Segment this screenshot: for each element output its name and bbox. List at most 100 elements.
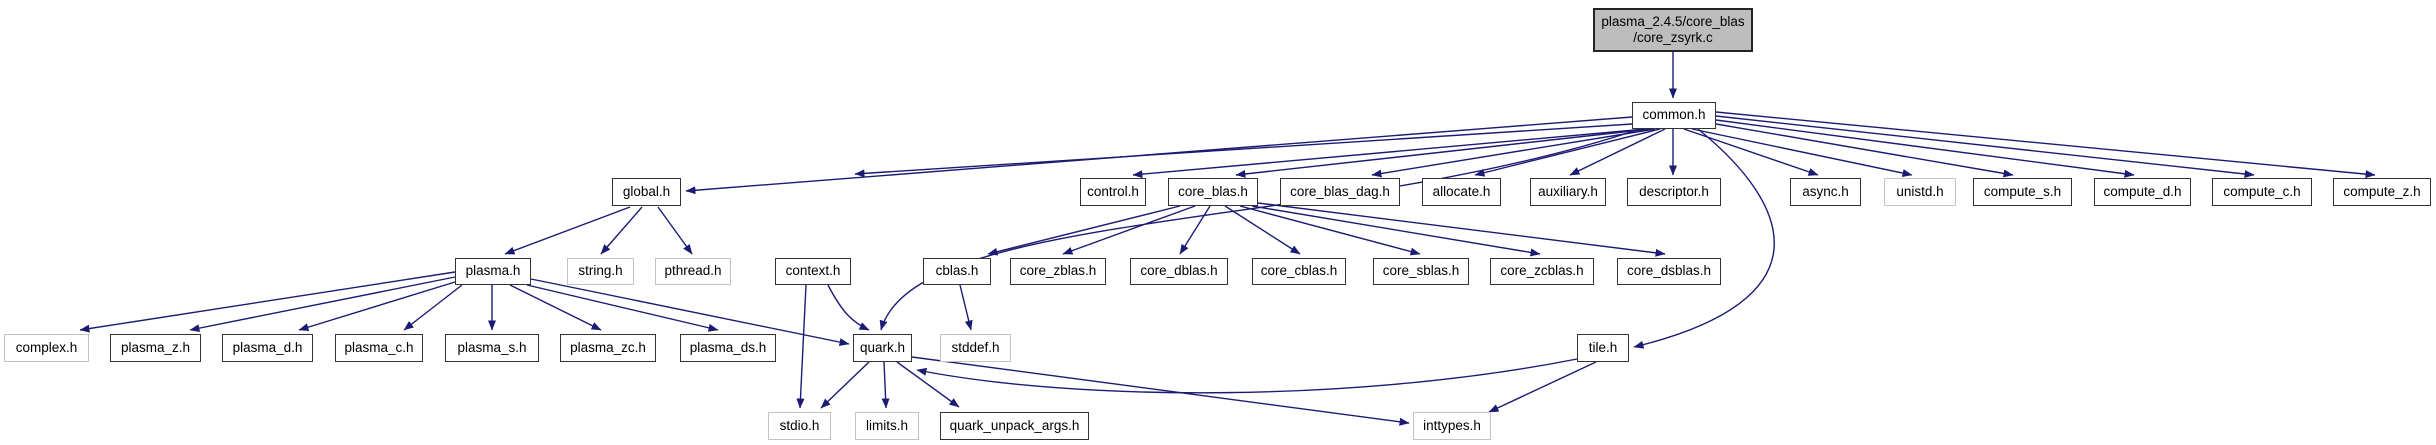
edge-group bbox=[79, 52, 2376, 426]
node-descriptor[interactable]: descriptor.h bbox=[1627, 178, 1721, 206]
edge-core_blas-to-core_dblas bbox=[1179, 205, 1211, 255]
node-label: core_sblas.h bbox=[1382, 263, 1460, 279]
node-label: global.h bbox=[622, 183, 671, 199]
edge-common-to-async bbox=[1683, 128, 1819, 176]
node-quark[interactable]: quark.h bbox=[853, 334, 912, 362]
node-context[interactable]: context.h bbox=[775, 258, 851, 285]
node-label: core_blas_dag.h bbox=[1290, 183, 1390, 199]
node-label: common.h bbox=[1642, 107, 1706, 123]
node-label: core_zcblas.h bbox=[1500, 263, 1584, 279]
node-label: limits.h bbox=[865, 417, 908, 433]
node-cblas[interactable]: cblas.h bbox=[923, 258, 991, 285]
node-label: pthread.h bbox=[664, 263, 722, 279]
node-label: stdio.h bbox=[779, 417, 820, 433]
node-label: async.h bbox=[1802, 183, 1849, 199]
edge-quark-to-inttypes bbox=[911, 356, 1410, 426]
edge-plasma-to-plasma_d bbox=[298, 281, 456, 332]
node-label: unistd.h bbox=[1896, 183, 1944, 199]
edge-common-to-compute_z bbox=[1715, 111, 2376, 179]
node-label: auxiliary.h bbox=[1538, 183, 1598, 199]
node-plasma_c[interactable]: plasma_c.h bbox=[335, 334, 423, 362]
node-label: tile.h bbox=[1588, 339, 1618, 355]
node-async[interactable]: async.h bbox=[1790, 178, 1861, 206]
node-plasma_zc[interactable]: plasma_zc.h bbox=[560, 334, 656, 362]
node-core_dblas[interactable]: core_dblas.h bbox=[1130, 258, 1228, 285]
node-compute_s[interactable]: compute_s.h bbox=[1973, 178, 2072, 206]
node-label: plasma_d.h bbox=[232, 339, 303, 355]
node-core_cblas[interactable]: core_cblas.h bbox=[1252, 258, 1346, 285]
node-label: quark.h bbox=[859, 339, 906, 355]
node-plasma_z[interactable]: plasma_z.h bbox=[110, 334, 201, 362]
node-label: plasma_z.h bbox=[120, 339, 191, 355]
node-plasma[interactable]: plasma.h bbox=[455, 258, 531, 285]
node-label: core_dblas.h bbox=[1140, 263, 1218, 279]
node-core_blas_dag[interactable]: core_blas_dag.h bbox=[1280, 178, 1400, 206]
node-compute_c[interactable]: compute_c.h bbox=[2212, 178, 2312, 206]
node-label: plasma_s.h bbox=[457, 339, 527, 355]
node-stddef: stddef.h bbox=[940, 334, 1011, 362]
edge-quark-to-limits bbox=[881, 361, 890, 409]
node-label: plasma.h bbox=[465, 263, 521, 279]
node-auxiliary[interactable]: auxiliary.h bbox=[1530, 178, 1606, 206]
node-label: compute_c.h bbox=[2223, 183, 2301, 199]
node-plasma_ds[interactable]: plasma_ds.h bbox=[680, 334, 776, 362]
edge-context-to-quark bbox=[827, 284, 870, 331]
edge-core_blas-to-core_zcblas bbox=[1251, 205, 1541, 257]
node-label: cblas.h bbox=[935, 263, 979, 279]
edge-common-to-compute_d bbox=[1715, 119, 2135, 178]
edge-plasma-to-quark bbox=[530, 278, 850, 347]
node-plasma_d[interactable]: plasma_d.h bbox=[222, 334, 313, 362]
edge-tile-to-inttypes bbox=[1488, 361, 1597, 413]
node-core_zsyrk[interactable]: plasma_2.4.5/core_blas/core_zsyrk.c bbox=[1593, 8, 1753, 52]
edge-quark-to-quark_unpack_args bbox=[896, 361, 960, 408]
edge-plasma-to-plasma_ds bbox=[526, 284, 719, 332]
node-compute_z[interactable]: compute_z.h bbox=[2333, 178, 2431, 206]
node-tile[interactable]: tile.h bbox=[1577, 334, 1629, 362]
node-core_blas[interactable]: core_blas.h bbox=[1168, 178, 1258, 206]
node-label: core_blas.h bbox=[1178, 183, 1248, 199]
edge-common-to-control bbox=[1132, 128, 1647, 179]
edge-common-to-tile bbox=[1633, 128, 1775, 349]
node-limits: limits.h bbox=[855, 412, 919, 440]
node-label: core_zblas.h bbox=[1019, 263, 1097, 279]
node-plasma_s[interactable]: plasma_s.h bbox=[445, 334, 539, 362]
node-compute_d[interactable]: compute_d.h bbox=[2094, 178, 2191, 206]
node-label: control.h bbox=[1087, 183, 1139, 199]
node-unistd: unistd.h bbox=[1884, 178, 1956, 206]
node-core_zblas[interactable]: core_zblas.h bbox=[1010, 258, 1106, 285]
edge-core_blas-to-core_cblas bbox=[1224, 205, 1301, 255]
edge-core_blas-to-core_dsblas bbox=[1257, 202, 1666, 257]
node-quark_unpack_args[interactable]: quark_unpack_args.h bbox=[940, 412, 1089, 440]
node-label: stddef.h bbox=[951, 339, 1000, 355]
node-control[interactable]: control.h bbox=[1080, 178, 1146, 206]
node-core_sblas[interactable]: core_sblas.h bbox=[1373, 258, 1469, 285]
edge-global-to-plasma bbox=[504, 206, 631, 255]
edge-common-to-unistd bbox=[1691, 128, 1913, 177]
edge-core_blas-to-core_sblas bbox=[1239, 205, 1421, 256]
node-label: string.h bbox=[578, 263, 623, 279]
edge-common-to-auxiliary bbox=[1569, 128, 1666, 176]
node-label: compute_z.h bbox=[2343, 183, 2421, 199]
edge-common-to-context bbox=[854, 123, 1633, 178]
node-allocate[interactable]: allocate.h bbox=[1422, 178, 1501, 206]
node-core_zcblas[interactable]: core_zcblas.h bbox=[1490, 258, 1594, 285]
edge-common-to-core_blas bbox=[1235, 128, 1651, 178]
node-core_dsblas[interactable]: core_dsblas.h bbox=[1617, 258, 1721, 285]
edge-common-to-quark bbox=[879, 128, 1641, 331]
node-string: string.h bbox=[567, 258, 634, 285]
node-complex: complex.h bbox=[4, 334, 89, 362]
node-label: /core_zsyrk.c bbox=[1633, 30, 1713, 45]
node-label: allocate.h bbox=[1432, 183, 1491, 199]
edge-global-to-pthread bbox=[657, 206, 693, 255]
edge-common-to-compute_s bbox=[1715, 123, 2014, 178]
node-common[interactable]: common.h bbox=[1632, 102, 1716, 129]
node-global[interactable]: global.h bbox=[612, 178, 681, 206]
node-label: compute_s.h bbox=[1983, 183, 2062, 199]
node-label: descriptor.h bbox=[1639, 183, 1709, 199]
edge-global-to-string bbox=[600, 206, 643, 255]
node-pthread: pthread.h bbox=[655, 258, 731, 285]
node-label: plasma_c.h bbox=[344, 339, 414, 355]
edge-tile-to-quark bbox=[916, 358, 1578, 394]
